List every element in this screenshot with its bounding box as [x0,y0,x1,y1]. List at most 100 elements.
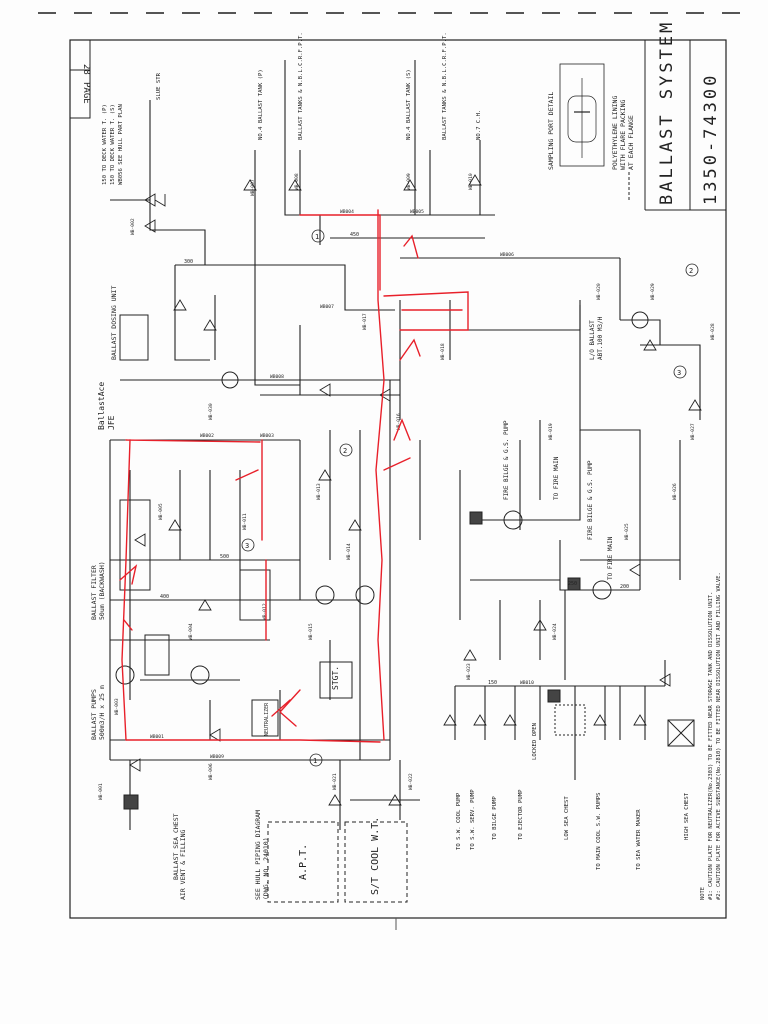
label-sea-chest: BALLAST SEA CHEST [172,813,180,880]
strip-dash [74,12,92,14]
label-fire-bilge-2: FIRE BILGE & G.S. PUMP [587,460,594,540]
label-locked-open: LOCKED OPEN [532,723,538,760]
label-no4-ballast-p: NO.4 BALLAST TANK (P) [258,69,264,140]
label-main-cool: TO MAIN COOL S.W. PUMPS [596,793,602,870]
label-jfe: JFE [107,415,116,430]
ejector-unit [144,634,170,676]
valve-tag: WB-003 [114,698,120,715]
pump-box [239,569,271,621]
note-heading: NOTE [700,887,706,900]
valve-icon [388,794,402,806]
pipe-tag: WB009 [210,754,224,760]
label-filter-sub: 50um (BACKWASH) [98,561,106,620]
strip-dash [110,12,128,14]
valve-tag: WB-023 [466,663,472,680]
pipe-size: 250 [568,581,577,587]
pump-symbol [190,665,210,685]
pipe-size: 200 [620,584,629,590]
note-1: #1: CAUTION PLATE FOR NEUTRALIZER(No.230… [708,592,714,900]
valve-tag: WB-002 [130,218,136,235]
valve-tag: WB-028 [710,323,716,340]
valve-tag: WB-024 [552,623,558,640]
valve-icon [288,179,302,191]
strip-dash [578,12,596,14]
valve-icon [243,179,257,191]
label-ballast-tanks-s: BALLAST TANKS & N.B.L.C.R.F.P.T. [442,32,448,140]
center-labels: BALLAST DOSING UNIT STGT. A.P.T. S/T COO… [110,286,381,895]
valve-tag: WB-011 [242,513,248,530]
label-ballast-tanks-p: BALLAST TANKS & N.B.L.C.R.F.P.T. [298,32,304,140]
strip-dash [146,12,164,14]
label-neutralizer: NEUTRALIZER [264,702,270,736]
label-no7-ch: NO.7 C.H. [476,110,482,140]
detail-note-3: AT EACH FLANGE [627,115,635,170]
pipe-sizes: 150 200 250 300 400 450 500 [160,232,629,686]
label-water-maker: TO SEA WATER MAKER [636,809,642,870]
valve-tag: WB-016 [396,413,402,430]
label-fire-main-1: TO FIRE MAIN [553,456,560,500]
pipe-network [109,60,701,830]
sampling-port-heading: SAMPLING PORT DETAIL [547,92,555,170]
label-deck-water-p: 150 TO DECK WATER T. (P) [102,104,108,185]
strip-dash [326,12,344,14]
label-ballast-filter: BALLAST FILTER [90,565,98,620]
title-block: BALLAST SYSTEM 1350-74300 [644,20,726,211]
label-pumps-sub: 500m3/H x 25 m [98,685,106,740]
valve-tag: WB-009 [406,173,412,190]
pipe-tag: WB006 [500,252,514,258]
label-hull-part: WB056 SEE HULL PART PLAN [118,104,124,185]
label-st-cool: S/T COOL W.T. [370,817,381,895]
strip-dash [362,12,380,14]
strip-dash [542,12,560,14]
pipe-tags: WB001 WB002 WB003 WB004 WB005 WB006 WB00… [150,209,534,760]
label-stgt: STGT. [331,666,340,690]
strip-dash [470,12,488,14]
valve-icon [403,179,417,191]
label-dwg-no: (DWG. NO. 24010) [262,837,270,900]
label-fire-bilge-1: FIRE BILGE & G.S. PUMP [503,420,510,500]
valve-icon [209,728,221,742]
st-cool-tank [344,821,408,903]
valve-icon [319,383,331,397]
pipe-tag: WB005 [410,209,424,215]
sea-chest-left [123,794,139,810]
valve-icon [173,299,187,311]
valve-tag: WB-019 [548,423,554,440]
valve-tag: WB-014 [346,543,352,560]
notes: NOTE #1: CAUTION PLATE FOR NEUTRALIZER(N… [700,572,722,900]
valve-tag: WB-010 [468,173,474,190]
strip-dash [290,12,308,14]
valve-tag: WB-027 [690,423,696,440]
circle-mark-6: 3 [677,369,681,377]
pipe-tag: WB001 [150,734,164,740]
strip-dash [650,12,668,14]
valve-icon [688,399,702,411]
strip-dash [506,12,524,14]
strip-dash [218,12,236,14]
circle-mark-3: 3 [245,542,249,550]
pipe-tag: WB002 [200,433,214,439]
valve-icon [643,339,657,351]
pump-symbol [315,585,335,605]
valve-icon [144,193,166,207]
pipe-size: 150 [488,680,497,686]
dosing-unit [119,314,149,361]
valve-icon [473,714,487,726]
valve-icon [593,714,607,726]
label-lo-ballast: L/O BALLAST [589,320,596,360]
reference-circles: 1 2 3 1 2 3 [241,229,699,767]
valve-tag: WB-008 [294,173,300,190]
valve-tag: WB-020 [596,283,602,300]
valve-icon [203,319,217,331]
circle-mark-5: 2 [689,267,693,275]
detail-note-1: POLYETHYLENE LINING [611,96,619,170]
pump-symbol [115,665,135,685]
pipe-size: 400 [160,594,169,600]
label-slue-str: SLUE STR [156,72,162,100]
strip-dash [434,12,452,14]
label-low-sea-chest: LOW SEA CHEST [564,796,570,840]
valve-tag: WB-004 [188,623,194,640]
valve-tag: WB-018 [440,343,446,360]
label-ballastace: BallastAce [97,382,106,430]
valve-tag: WB-022 [408,773,414,790]
